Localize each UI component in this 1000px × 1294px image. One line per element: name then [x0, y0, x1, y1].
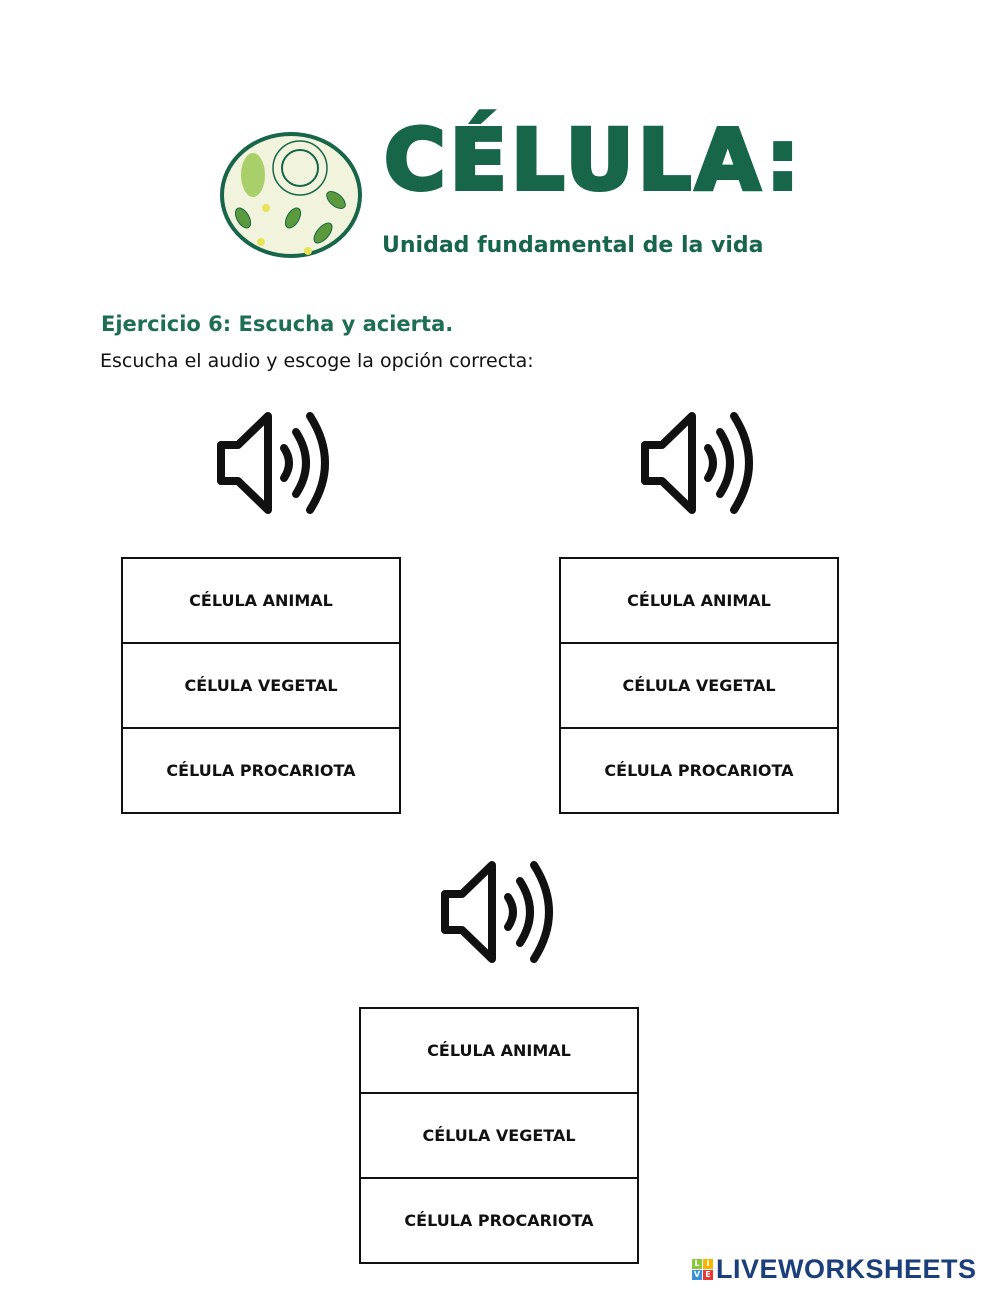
audio-speaker-icon[interactable] — [216, 410, 336, 516]
logo-letter: L — [692, 1259, 702, 1269]
options-group-3: CÉLULA ANIMAL CÉLULA VEGETAL CÉLULA PROC… — [359, 1007, 639, 1264]
page-title: CÉLULA: — [382, 111, 804, 209]
cell-illustration — [220, 132, 362, 258]
option-vegetal[interactable]: CÉLULA VEGETAL — [123, 644, 399, 729]
option-vegetal[interactable]: CÉLULA VEGETAL — [561, 644, 837, 729]
option-animal[interactable]: CÉLULA ANIMAL — [361, 1009, 637, 1094]
liveworksheets-logo: L I V E LIVEWORKSHEETS — [692, 1254, 977, 1285]
page-subtitle: Unidad fundamental de la vida — [382, 233, 764, 258]
option-procariota[interactable]: CÉLULA PROCARIOTA — [604, 761, 794, 780]
option-vegetal[interactable]: CÉLULA VEGETAL — [361, 1094, 637, 1179]
option-procariota[interactable]: CÉLULA PROCARIOTA — [166, 761, 356, 780]
audio-speaker-icon[interactable] — [640, 410, 760, 516]
options-group-1: CÉLULA ANIMAL CÉLULA VEGETAL CÉLULA PROC… — [121, 557, 401, 814]
exercise-title: Ejercicio 6: Escucha y acierta. — [101, 312, 454, 336]
option-animal[interactable]: CÉLULA ANIMAL — [123, 559, 399, 644]
brand-name: LIVEWORKSHEETS — [716, 1254, 977, 1284]
live-logo-icon: L I V E — [692, 1259, 713, 1280]
option-procariota[interactable]: CÉLULA PROCARIOTA — [404, 1211, 594, 1230]
exercise-instruction: Escucha el audio y escoge la opción corr… — [100, 350, 534, 372]
option-animal[interactable]: CÉLULA ANIMAL — [561, 559, 837, 644]
options-group-2: CÉLULA ANIMAL CÉLULA VEGETAL CÉLULA PROC… — [559, 557, 839, 814]
logo-letter: V — [692, 1270, 702, 1280]
logo-letter: E — [703, 1270, 713, 1280]
logo-letter: I — [703, 1259, 713, 1269]
audio-speaker-icon[interactable] — [440, 859, 560, 965]
